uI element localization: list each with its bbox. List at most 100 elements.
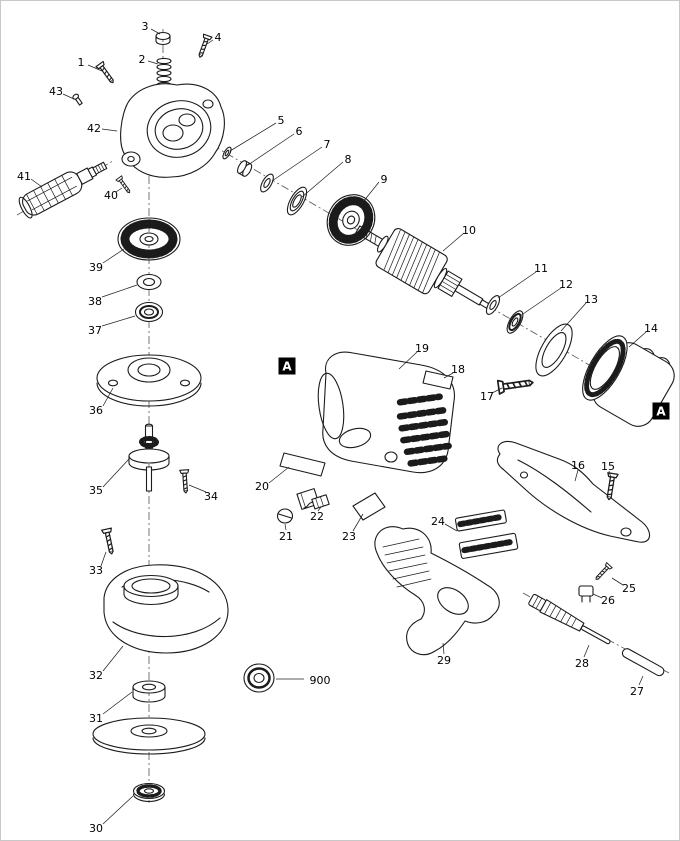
flat-washer-38 xyxy=(136,273,162,291)
part-number-3: 3 xyxy=(142,20,149,33)
part-number-14: 14 xyxy=(644,322,658,335)
screw-17 xyxy=(496,374,535,395)
motor-housing-19 xyxy=(317,351,455,474)
screw-34 xyxy=(179,469,191,494)
baffle-plate-13 xyxy=(535,323,573,377)
brush-holder-22-area xyxy=(296,488,330,510)
gear-housing-42 xyxy=(120,83,225,178)
leader-line-24 xyxy=(444,523,458,532)
side-handle-41 xyxy=(18,161,108,219)
power-cord-28 xyxy=(528,593,611,645)
leader-line-18 xyxy=(443,372,454,379)
cord-guard-27 xyxy=(621,648,665,677)
pan-head-screw-1 xyxy=(95,60,118,86)
leader-line-21 xyxy=(284,523,287,531)
leader-line-37 xyxy=(101,315,136,327)
armature-10 xyxy=(355,225,490,309)
part-number-22: 22 xyxy=(310,510,324,523)
leader-line-7 xyxy=(271,146,323,182)
part-number-9: 9 xyxy=(381,173,388,186)
part-number-10: 10 xyxy=(462,224,476,237)
part-number-24: 24 xyxy=(431,515,445,528)
part-number-2: 2 xyxy=(139,53,146,66)
grinding-wheel xyxy=(92,717,206,755)
bearing-box-36 xyxy=(96,354,202,407)
hex-nut-6 xyxy=(236,160,253,177)
leader-line-36 xyxy=(102,387,114,407)
part-number-27: 27 xyxy=(630,685,644,698)
part-number-34: 34 xyxy=(204,490,218,503)
bearing-900 xyxy=(243,663,275,693)
part-number-1: 1 xyxy=(78,56,85,69)
leader-line-20 xyxy=(268,466,290,484)
leader-line-43 xyxy=(62,93,75,100)
handle-cover-16 xyxy=(496,440,651,543)
leader-line-2 xyxy=(147,60,159,65)
part-number-40: 40 xyxy=(104,189,118,202)
leader-line-15 xyxy=(608,470,612,479)
leader-line-39 xyxy=(102,248,125,264)
screw-40 xyxy=(115,175,133,196)
brush-holder-cap-21 xyxy=(276,508,294,524)
leader-line-9 xyxy=(358,181,380,208)
leader-line-6 xyxy=(247,133,295,166)
leader-line-11 xyxy=(497,271,537,299)
part-number-42: 42 xyxy=(87,122,101,135)
part-number-17: 17 xyxy=(480,390,494,403)
leader-line-40 xyxy=(115,187,123,193)
leader-line-17 xyxy=(491,387,503,394)
part-number-4: 4 xyxy=(215,31,222,44)
part-number-11: 11 xyxy=(534,262,548,275)
wheel-guard-32 xyxy=(103,564,229,654)
name-plate-18 xyxy=(422,370,454,390)
section-marker-label-1: A xyxy=(282,360,292,374)
part-number-19: 19 xyxy=(415,342,429,355)
part-number-32: 32 xyxy=(89,669,103,682)
part-number-6: 6 xyxy=(296,125,303,138)
ball-bearing-11 xyxy=(485,295,501,315)
leader-line-22 xyxy=(317,506,322,512)
part-number-39: 39 xyxy=(89,261,103,274)
leader-line-35 xyxy=(102,458,130,488)
inner-flange-31 xyxy=(132,680,166,703)
leader-line-34 xyxy=(188,484,207,493)
label-20 xyxy=(279,452,326,477)
part-number-35: 35 xyxy=(89,484,103,497)
leader-line-23 xyxy=(352,513,364,532)
leader-line-5 xyxy=(229,122,277,152)
part-number-18: 18 xyxy=(451,363,465,376)
leader-line-32 xyxy=(102,645,124,672)
switch-parts-24 xyxy=(454,509,519,559)
leader-line-29 xyxy=(442,642,445,655)
part-number-30: 30 xyxy=(89,822,103,835)
spiral-bevel-gear-39 xyxy=(117,217,181,261)
part-number-43: 43 xyxy=(49,85,63,98)
screw-25 xyxy=(592,562,613,583)
leader-line-12 xyxy=(519,287,562,317)
bearing-7 xyxy=(260,173,274,193)
part-number-37: 37 xyxy=(88,324,102,337)
leader-line-41 xyxy=(30,178,43,188)
part-number-31: 31 xyxy=(89,712,103,725)
leader-line-19 xyxy=(398,351,418,370)
part-number-21: 21 xyxy=(279,530,293,543)
part-number-16: 16 xyxy=(571,459,585,472)
dust-plate-8 xyxy=(286,186,308,216)
leader-line-42 xyxy=(101,128,118,132)
leader-line-38 xyxy=(101,284,138,298)
leader-line-1 xyxy=(87,64,103,72)
leader-line-25 xyxy=(611,577,624,586)
bevel-gear-9 xyxy=(326,194,376,246)
part-number-33: 33 xyxy=(89,564,103,577)
section-marker-label-2: A xyxy=(656,405,666,419)
leader-line-33 xyxy=(100,551,107,567)
leader-line-31 xyxy=(102,691,133,715)
part-number-7: 7 xyxy=(324,138,331,151)
part-number-25: 25 xyxy=(622,582,636,595)
grease-nipple-43 xyxy=(72,93,83,106)
part-number-5: 5 xyxy=(278,114,285,127)
part-number-13: 13 xyxy=(584,293,598,306)
